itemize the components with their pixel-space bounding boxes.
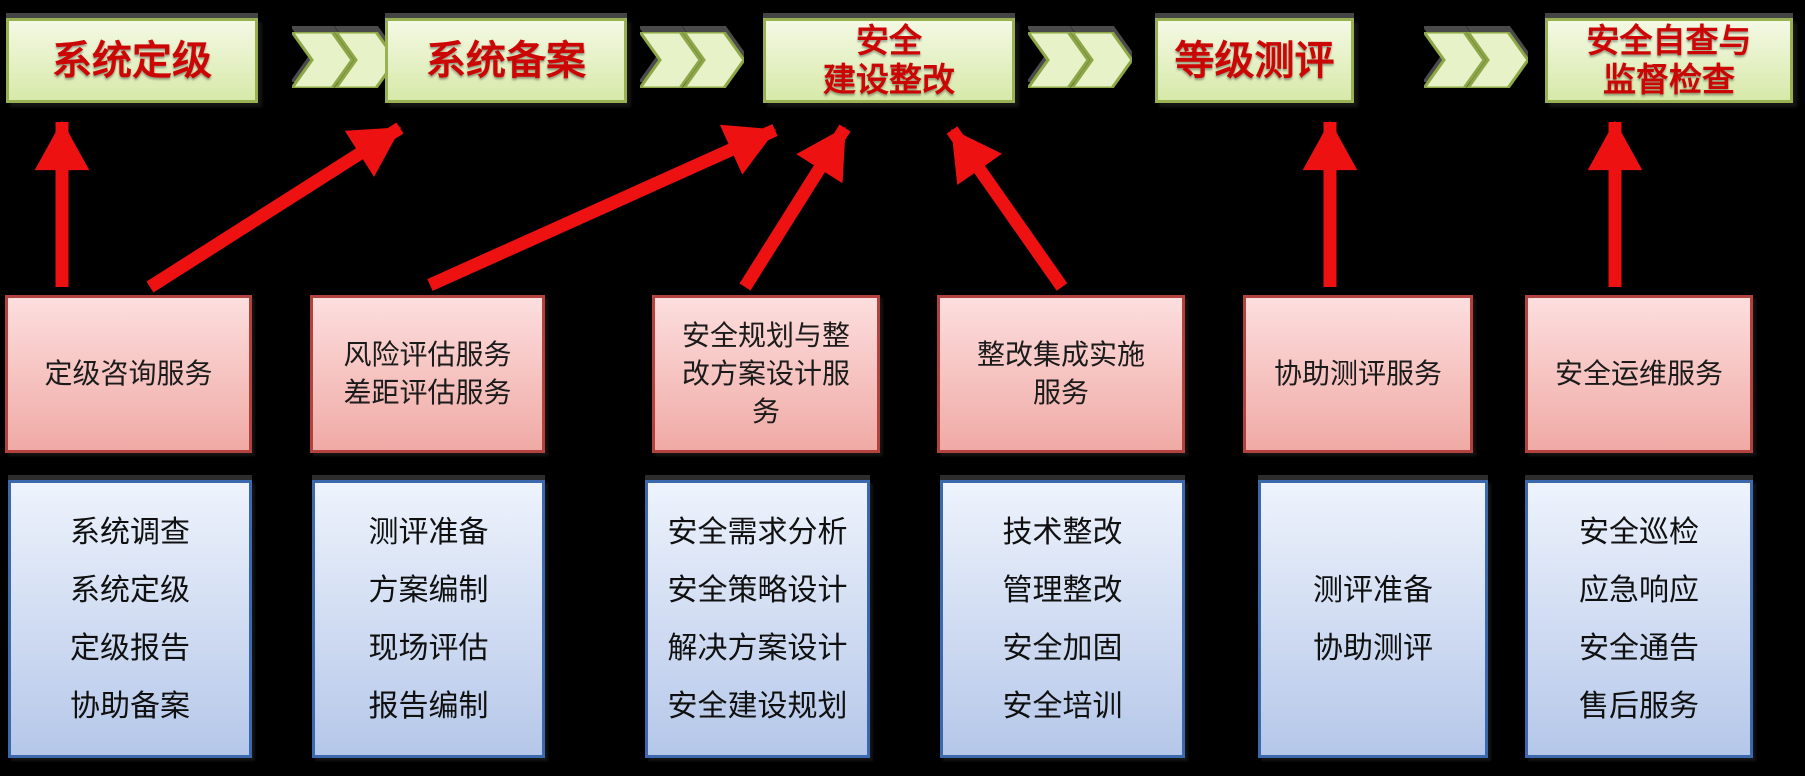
chevron-right-icon — [1424, 32, 1486, 88]
flow-arrow-4 — [739, 124, 851, 291]
task-item: 安全巡检 — [1579, 515, 1699, 549]
service-label: 风险评估服务 差距评估服务 — [343, 339, 512, 408]
chevron-right-icon — [640, 32, 702, 88]
chevron-right-icon — [1466, 32, 1528, 88]
task-item: 协助备案 — [70, 689, 190, 723]
flow-chevron-2 — [640, 32, 744, 88]
task-item: 测评准备 — [1313, 573, 1433, 607]
stage-label: 系统备案 — [426, 38, 586, 83]
task-item: 系统调查 — [70, 515, 190, 549]
flow-chevron-4 — [1424, 32, 1528, 88]
service-box-5: 协助测评服务 — [1243, 295, 1473, 453]
service-label: 协助测评服务 — [1273, 358, 1442, 390]
task-item: 测评准备 — [368, 515, 489, 549]
task-item: 安全策略设计 — [667, 573, 848, 607]
task-box-4: 技术整改 管理整改 安全加固 安全培训 — [940, 480, 1185, 758]
task-box-1: 系统调查 系统定级 定级报告 协助备案 — [8, 480, 252, 758]
stage-label: 系统定级 — [52, 38, 212, 83]
service-box-4: 整改集成实施 服务 — [937, 295, 1185, 453]
service-label: 整改集成实施 服务 — [976, 339, 1145, 408]
task-item: 管理整改 — [1002, 573, 1123, 607]
stage-box-1: 系统定级 — [6, 18, 258, 103]
chevron-right-icon — [292, 32, 354, 88]
task-item: 报告编制 — [368, 689, 489, 723]
task-box-3: 安全需求分析 安全策略设计 解决方案设计 安全建设规划 — [645, 480, 870, 758]
chevron-right-icon — [682, 32, 744, 88]
task-item: 安全培训 — [1002, 689, 1123, 723]
stage-box-2: 系统备案 — [385, 18, 627, 103]
chevron-right-icon — [1028, 32, 1090, 88]
task-box-6: 安全巡检 应急响应 安全通告 售后服务 — [1525, 480, 1753, 758]
task-box-2: 测评准备 方案编制 现场评估 报告编制 — [312, 480, 545, 758]
stage-box-5: 安全自查与 监督检查 — [1545, 18, 1793, 103]
service-label: 安全运维服务 — [1554, 358, 1723, 390]
task-item: 安全加固 — [1002, 631, 1123, 665]
stage-box-3: 安全 建设整改 — [763, 18, 1015, 103]
chevron-right-icon — [334, 32, 396, 88]
service-box-2: 风险评估服务 差距评估服务 — [310, 295, 545, 453]
task-item: 安全建设规划 — [667, 689, 848, 723]
task-item: 解决方案设计 — [667, 631, 848, 665]
task-item: 系统定级 — [70, 573, 190, 607]
task-item: 方案编制 — [368, 573, 489, 607]
task-item: 应急响应 — [1579, 573, 1699, 607]
stage-box-4: 等级测评 — [1155, 18, 1354, 103]
flow-arrow-2 — [146, 122, 404, 293]
task-item: 安全通告 — [1579, 631, 1699, 665]
task-item: 协助测评 — [1313, 631, 1433, 665]
chevron-right-icon — [1070, 32, 1132, 88]
service-label: 定级咨询服务 — [44, 358, 213, 390]
stage-label: 等级测评 — [1174, 38, 1335, 83]
task-item: 安全需求分析 — [667, 515, 848, 549]
flow-chevron-3 — [1028, 32, 1132, 88]
stage-label: 安全 建设整改 — [823, 21, 955, 98]
flow-arrow-3 — [427, 124, 778, 291]
flow-arrow-5 — [946, 126, 1068, 291]
service-box-1: 定级咨询服务 — [5, 295, 252, 453]
flow-chevron-1 — [292, 32, 396, 88]
service-box-3: 安全规划与整 改方案设计服 务 — [652, 295, 880, 453]
task-item: 现场评估 — [368, 631, 489, 665]
task-item: 售后服务 — [1579, 689, 1699, 723]
service-label: 安全规划与整 改方案设计服 务 — [681, 320, 850, 427]
task-item: 定级报告 — [70, 631, 190, 665]
stage-label: 安全自查与 监督检查 — [1586, 21, 1752, 98]
service-box-6: 安全运维服务 — [1525, 295, 1753, 453]
task-item: 技术整改 — [1002, 515, 1123, 549]
task-box-5: 测评准备 协助测评 — [1258, 480, 1488, 758]
